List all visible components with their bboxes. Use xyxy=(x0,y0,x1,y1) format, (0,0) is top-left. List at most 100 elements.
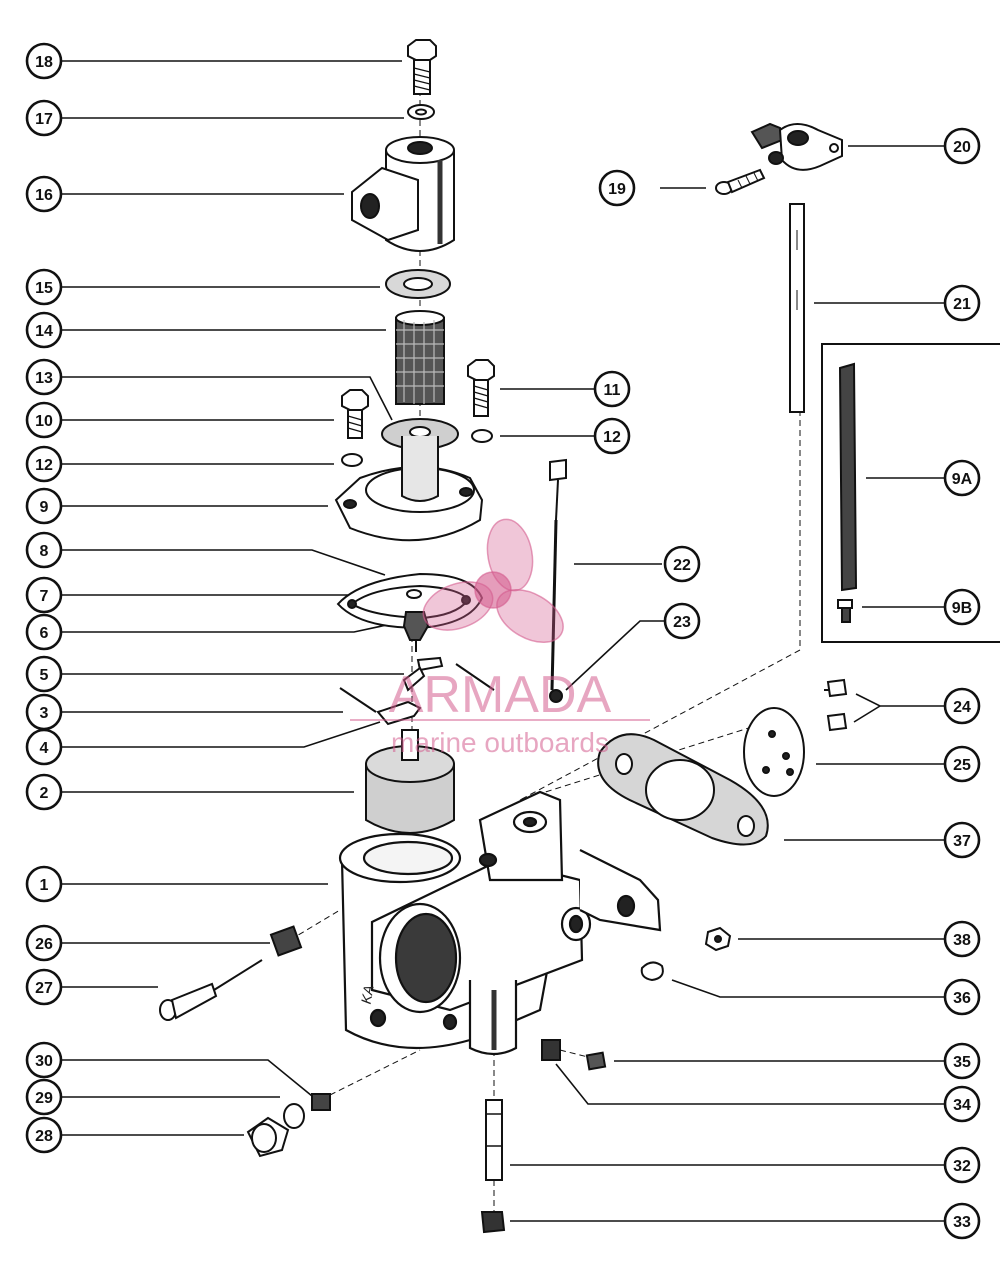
part-9A-rod xyxy=(838,362,858,592)
callout-37: 37 xyxy=(943,821,981,859)
part-25-throttle-plate xyxy=(743,707,805,797)
callout-circle xyxy=(943,745,981,783)
callout-number: 22 xyxy=(673,557,691,574)
callout-circle xyxy=(25,487,63,525)
part-19-lever-screw xyxy=(715,168,766,195)
callout-number: 14 xyxy=(35,323,53,340)
callout-circle xyxy=(943,459,981,497)
callout-number: 23 xyxy=(673,614,691,631)
callout-11: 11 xyxy=(593,370,631,408)
callout-9B: 9B xyxy=(943,588,981,626)
part-10-screw xyxy=(341,389,369,439)
callout-circle xyxy=(25,99,63,137)
callout-number: 9B xyxy=(952,600,972,617)
callout-circle xyxy=(25,358,63,396)
part-32-main-jet xyxy=(485,1099,503,1181)
leader-lines xyxy=(62,60,944,1222)
callout-circle xyxy=(943,284,981,322)
callout-number: 2 xyxy=(40,785,49,802)
callout-25: 25 xyxy=(943,745,981,783)
callout-7: 7 xyxy=(25,576,63,614)
callout-number: 16 xyxy=(35,187,53,204)
armada-watermark: ARMADA marine outboards xyxy=(350,518,650,758)
callout-number: 4 xyxy=(40,740,49,757)
part-35-plug xyxy=(585,1051,607,1071)
callout-38: 38 xyxy=(943,920,981,958)
callout-circle xyxy=(943,127,981,165)
callout-number: 32 xyxy=(953,1158,971,1175)
callout-circle xyxy=(943,821,981,859)
callout-circle xyxy=(25,924,63,962)
callout-19: 19 xyxy=(598,169,636,207)
callout-number: 25 xyxy=(953,757,971,774)
callout-number: 36 xyxy=(953,990,971,1007)
callout-27: 27 xyxy=(25,968,63,1006)
watermark-tagline: marine outboards xyxy=(391,727,609,758)
part-12-washer-right xyxy=(471,429,493,443)
callout-number: 29 xyxy=(35,1090,53,1107)
callout-circle xyxy=(25,1041,63,1079)
part-9-float-chamber-cover xyxy=(334,436,484,542)
callout-number: 27 xyxy=(35,980,53,997)
propeller-icon xyxy=(422,518,564,643)
callout-number: 33 xyxy=(953,1214,971,1231)
callout-number: 24 xyxy=(953,699,971,716)
part-30-screw xyxy=(311,1093,331,1111)
part-4-float-hinge xyxy=(376,700,422,726)
callout-circle xyxy=(943,588,981,626)
callout-circle xyxy=(25,968,63,1006)
callout-8: 8 xyxy=(25,531,63,569)
callout-labels: 1817161514131012987653421262730292820192… xyxy=(25,42,981,1240)
callout-number: 20 xyxy=(953,139,971,156)
callout-number: 13 xyxy=(35,370,53,387)
callout-16: 16 xyxy=(25,175,63,213)
part-11-screw xyxy=(467,359,495,417)
callout-number: 30 xyxy=(35,1053,53,1070)
body-casting-mark: KA xyxy=(358,984,377,1005)
callout-number: 6 xyxy=(40,625,49,642)
part-21-throttle-shaft xyxy=(789,203,805,413)
callout-1: 1 xyxy=(25,865,63,903)
callout-circle xyxy=(25,1078,63,1116)
part-23-nut xyxy=(549,689,563,703)
callout-number: 8 xyxy=(40,543,49,560)
callout-number: 7 xyxy=(40,588,49,605)
callout-24: 24 xyxy=(943,687,981,725)
callout-circle xyxy=(943,1146,981,1184)
callout-circle xyxy=(25,728,63,766)
callout-32: 32 xyxy=(943,1146,981,1184)
callout-13: 13 xyxy=(25,358,63,396)
callout-34: 34 xyxy=(943,1085,981,1123)
callout-number: 34 xyxy=(953,1097,971,1114)
part-12-washer-left xyxy=(341,453,363,467)
callout-number: 28 xyxy=(35,1128,53,1145)
callout-circle xyxy=(25,1116,63,1154)
callout-12b: 12 xyxy=(593,417,631,455)
part-24-screws xyxy=(824,678,848,732)
callout-circle xyxy=(25,445,63,483)
callout-30: 30 xyxy=(25,1041,63,1079)
part-1-carburetor-body xyxy=(338,790,662,1056)
callout-17: 17 xyxy=(25,99,63,137)
callout-circle xyxy=(25,531,63,569)
part-33-plug xyxy=(480,1211,506,1234)
callout-5: 5 xyxy=(25,655,63,693)
callout-26: 26 xyxy=(25,924,63,962)
callout-number: 9A xyxy=(952,471,973,488)
part-36-clip xyxy=(640,961,664,982)
callout-number: 1 xyxy=(40,877,49,894)
part-15-gasket xyxy=(385,269,451,299)
part-29-washer xyxy=(283,1103,305,1129)
part-2-float xyxy=(365,729,455,834)
part-27-adjusting-needle xyxy=(159,959,263,1021)
part-37-flange-gasket xyxy=(597,733,769,846)
callout-circle xyxy=(593,370,631,408)
callout-circle xyxy=(25,42,63,80)
callout-circle xyxy=(25,311,63,349)
callout-circle xyxy=(943,920,981,958)
callout-33: 33 xyxy=(943,1202,981,1240)
callout-number: 38 xyxy=(953,932,971,949)
part-9B-screw xyxy=(837,599,853,623)
part-26-spring xyxy=(269,925,303,957)
